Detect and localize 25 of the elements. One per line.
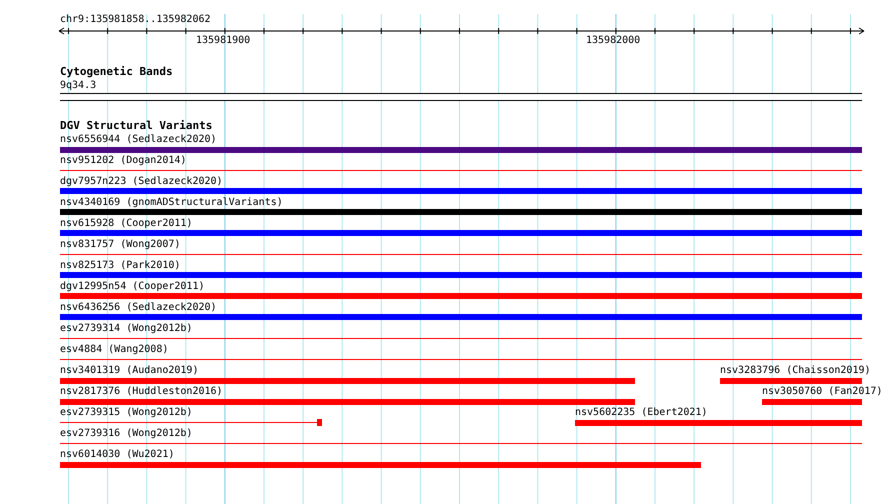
variant-label: nsv4340169 (gnomADStructuralVariants) bbox=[60, 197, 283, 209]
variant-label: nsv615928 (Cooper2011) bbox=[60, 218, 192, 230]
variant-label: nsv3283796 (Chaisson2019) bbox=[720, 365, 871, 377]
variant-label: nsv3050760 (Fan2017) bbox=[762, 386, 882, 398]
position-label: 135982000 bbox=[586, 35, 640, 47]
variant-label: dgv7957n223 (Sedlazeck2020) bbox=[60, 176, 223, 188]
variant-label: nsv951202 (Dogan2014) bbox=[60, 155, 186, 167]
variant-label: nsv3401319 (Audano2019) bbox=[60, 365, 198, 377]
variant-label: nsv2817376 (Huddleston2016) bbox=[60, 386, 223, 398]
track-title: DGV Structural Variants bbox=[60, 120, 212, 132]
variant-label: nsv6436256 (Sedlazeck2020) bbox=[60, 302, 217, 314]
track-title: Cytogenetic Bands bbox=[60, 66, 173, 78]
band-label: 9q34.3 bbox=[60, 80, 96, 92]
variant-label: nsv6556944 (Sedlazeck2020) bbox=[60, 134, 217, 146]
variant-label: esv2739314 (Wong2012b) bbox=[60, 323, 192, 335]
variant-label: dgv12995n54 (Cooper2011) bbox=[60, 281, 204, 293]
position-label: 135981900 bbox=[196, 35, 250, 47]
variant-label: esv4884 (Wang2008) bbox=[60, 344, 168, 356]
variant-label: nsv825173 (Park2010) bbox=[60, 260, 180, 272]
variant-label: esv2739315 (Wong2012b) bbox=[60, 407, 192, 419]
variant-label: nsv831757 (Wong2007) bbox=[60, 239, 180, 251]
variant-label: esv2739316 (Wong2012b) bbox=[60, 428, 192, 440]
variant-label: nsv5602235 (Ebert2021) bbox=[575, 407, 708, 419]
variant-label: nsv6014030 (Wu2021) bbox=[60, 449, 174, 461]
coordinate-range-label: chr9:135981858..135982062 bbox=[60, 14, 211, 26]
